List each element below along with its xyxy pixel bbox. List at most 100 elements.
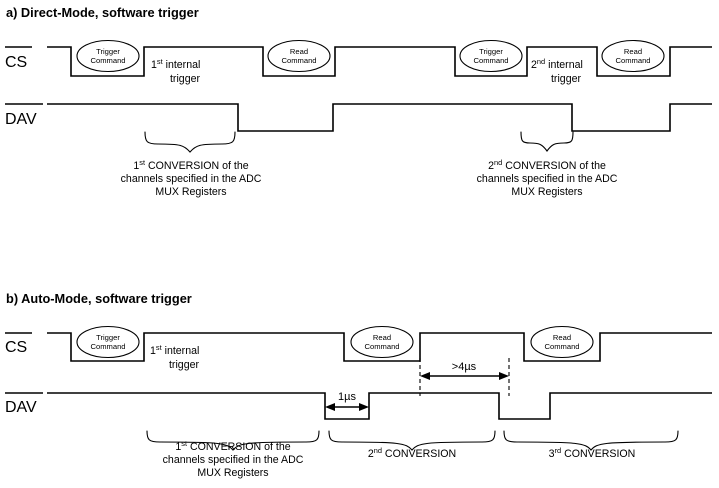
caption-number: 1 <box>175 441 181 453</box>
note-first-internal-trigger-b: 1st internal trigger <box>150 343 199 371</box>
bubble-line-2: Command <box>90 342 125 351</box>
note-text: 1st internal <box>150 343 199 357</box>
bubble-line-1: Read <box>553 333 571 342</box>
note-number: 1 <box>150 345 156 357</box>
note-text: 1st internal <box>151 57 200 71</box>
brace-conversion-b3 <box>503 430 679 451</box>
caption-rest: CONVERSION <box>382 448 456 460</box>
dav-label-text-a: DAV <box>5 111 37 128</box>
bubble-ellipse <box>530 325 594 359</box>
note-line-2: trigger <box>169 359 199 371</box>
arrowhead-left <box>420 372 430 380</box>
bubble-line-1: Read <box>290 47 308 56</box>
caption-second-conversion-a: 2nd CONVERSION of the channels specified… <box>477 158 618 198</box>
bubble-line-1: Read <box>373 333 391 342</box>
bubble-line-1: Trigger <box>96 47 120 56</box>
note-line-2: trigger <box>551 73 581 85</box>
bubble-ellipse <box>350 325 414 359</box>
caption-superscript: st <box>139 158 145 167</box>
bubble-line-2: Command <box>364 342 399 351</box>
caption-line-3: MUX Registers <box>155 186 226 198</box>
caption-number: 2 <box>368 448 374 460</box>
signal-label-cs-b: CS <box>5 332 32 356</box>
note-text: 2nd internal <box>531 57 583 71</box>
dav-waveform-b <box>47 392 712 420</box>
cs-waveform-b <box>47 332 712 362</box>
brace-conversion-a2 <box>520 131 574 152</box>
note-rest: internal <box>163 59 201 71</box>
caption-number: 3 <box>549 448 555 460</box>
caption-line-3: MUX Registers <box>197 467 268 479</box>
note-superscript: st <box>156 343 162 352</box>
section-direct-mode: a) Direct-Mode, software trigger CS DAV … <box>5 5 712 198</box>
bubble-read-command-a1: Read Command <box>267 39 331 73</box>
brace-conversion-b1 <box>146 430 320 451</box>
caption-line-1: 3rd CONVERSION <box>549 446 636 460</box>
bubble-line-1: Trigger <box>479 47 503 56</box>
note-number: 1 <box>151 59 157 71</box>
caption-first-conversion-a: 1st CONVERSION of the channels specified… <box>121 158 262 198</box>
bubble-line-2: Command <box>544 342 579 351</box>
dimension-gt-4us: >4µs <box>420 361 509 380</box>
caption-line-2: channels specified in the ADC <box>121 173 262 185</box>
caption-rest: CONVERSION of the <box>145 160 249 172</box>
caption-first-conversion-b: 1st CONVERSION of the channels specified… <box>163 439 304 479</box>
bubble-ellipse <box>459 39 523 73</box>
note-number: 2 <box>531 59 537 71</box>
arrowhead-right <box>359 403 369 411</box>
bubble-trigger-command-a1: Trigger Command <box>76 39 140 73</box>
bubble-ellipse <box>267 39 331 73</box>
caption-line-1: 2nd CONVERSION <box>368 446 456 460</box>
signal-label-dav-a: DAV <box>5 103 43 128</box>
caption-line-2: channels specified in the ADC <box>477 173 618 185</box>
bubble-ellipse <box>601 39 665 73</box>
cs-label-text-b: CS <box>5 339 27 356</box>
bubble-read-command-a2: Read Command <box>601 39 665 73</box>
caption-rest: CONVERSION of the <box>187 441 291 453</box>
brace-conversion-b2 <box>328 430 496 451</box>
caption-superscript: nd <box>374 446 382 455</box>
signal-label-dav-b: DAV <box>5 392 43 416</box>
note-superscript: st <box>157 57 163 66</box>
caption-line-1: 1st CONVERSION of the <box>175 439 290 453</box>
caption-superscript: rd <box>555 446 562 455</box>
dav-waveform-a <box>47 103 712 132</box>
bubble-line-2: Command <box>281 56 316 65</box>
note-first-internal-trigger-a: 1st internal trigger <box>151 57 200 85</box>
dimension-1us: 1µs <box>325 391 369 411</box>
bubble-line-1: Trigger <box>96 333 120 342</box>
dimension-label: >4µs <box>452 361 477 373</box>
section-auto-mode: b) Auto-Mode, software trigger CS DAV <box>5 291 712 479</box>
caption-line-1: 2nd CONVERSION of the <box>488 158 606 172</box>
brace-conversion-a1 <box>144 131 236 153</box>
section-a-title: a) Direct-Mode, software trigger <box>6 5 199 20</box>
cs-waveform-a <box>47 46 712 77</box>
bubble-line-1: Read <box>624 47 642 56</box>
bubble-trigger-command-a2: Trigger Command <box>459 39 523 73</box>
bubble-ellipse <box>76 39 140 73</box>
bubble-line-2: Command <box>615 56 650 65</box>
note-second-internal-trigger-a: 2nd internal trigger <box>531 57 583 85</box>
caption-rest: CONVERSION of the <box>502 160 606 172</box>
arrowhead-left <box>325 403 335 411</box>
note-line-2: trigger <box>170 73 200 85</box>
note-superscript: nd <box>537 57 545 66</box>
dav-label-text-b: DAV <box>5 399 37 416</box>
bubble-line-2: Command <box>90 56 125 65</box>
arrowhead-right <box>499 372 509 380</box>
caption-line-1: 1st CONVERSION of the <box>133 158 248 172</box>
caption-line-3: MUX Registers <box>511 186 582 198</box>
dimension-label: 1µs <box>338 391 356 403</box>
note-rest: internal <box>162 345 200 357</box>
caption-superscript: nd <box>494 158 502 167</box>
note-rest: internal <box>545 59 583 71</box>
caption-second-conversion-b: 2nd CONVERSION <box>368 446 456 460</box>
bubble-read-command-b2: Read Command <box>530 325 594 359</box>
cs-label-text-a: CS <box>5 54 27 71</box>
caption-rest: CONVERSION <box>561 448 635 460</box>
caption-superscript: st <box>181 439 187 448</box>
caption-number: 2 <box>488 160 494 172</box>
section-b-title: b) Auto-Mode, software trigger <box>6 291 192 306</box>
